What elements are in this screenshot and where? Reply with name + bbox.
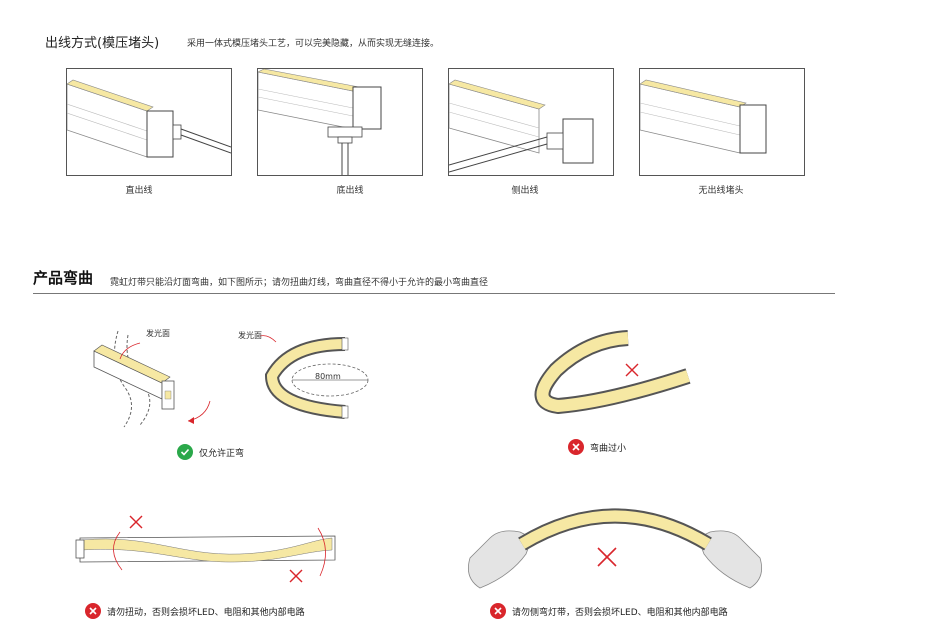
bend-allowed-figure	[88, 325, 228, 439]
note-allowed-text: 仅允许正弯	[199, 448, 245, 459]
outlet-none-caption: 无出线堵头	[698, 186, 744, 196]
note-no-side-bend-text: 请勿侧弯灯带，否则会损坏LED、电阻和其他内部电路	[512, 607, 728, 618]
note-no-twist-text: 请勿扭动，否则会损坏LED、电阻和其他内部电路	[107, 607, 305, 618]
outlet-straight-figure	[66, 68, 232, 176]
note-allowed: 仅允许正弯	[177, 444, 244, 460]
section-divider	[33, 293, 835, 294]
twist-figure	[70, 510, 350, 594]
outlet-bottom-caption: 底出线	[336, 186, 364, 196]
bend-too-small-figure	[528, 330, 708, 424]
outlet-side-caption: 侧出线	[511, 186, 539, 196]
check-icon	[177, 444, 193, 460]
x-icon	[490, 603, 506, 619]
section-bending-description: 霓虹灯带只能沿灯面弯曲，如下图所示；请勿扭曲灯线，弯曲直径不得小于允许的最小弯曲…	[110, 278, 489, 288]
note-too-small: 弯曲过小	[568, 439, 626, 455]
side-bend-figure	[460, 498, 770, 602]
note-no-twist: 请勿扭动，否则会损坏LED、电阻和其他内部电路	[85, 603, 305, 619]
section-outlet-description: 采用一体式模压堵头工艺，可以完美隐藏，从而实现无缝连接。	[187, 39, 440, 49]
outlet-straight-caption: 直出线	[125, 186, 153, 196]
note-too-small-text: 弯曲过小	[590, 443, 627, 454]
outlet-bottom-figure	[257, 68, 423, 176]
outlet-side-figure	[448, 68, 614, 176]
section-outlet-title: 出线方式(模压堵头)	[45, 36, 160, 51]
x-icon	[568, 439, 584, 455]
face-label-2: 发光面	[238, 331, 262, 340]
bend-radius-figure	[250, 330, 380, 434]
bend-diameter-label: 80mm	[315, 372, 341, 381]
x-icon	[85, 603, 101, 619]
section-bending-title: 产品弯曲	[33, 269, 94, 287]
outlet-none-figure	[639, 68, 805, 176]
note-no-side-bend: 请勿侧弯灯带，否则会损坏LED、电阻和其他内部电路	[490, 603, 728, 619]
face-label-1: 发光面	[146, 329, 170, 338]
